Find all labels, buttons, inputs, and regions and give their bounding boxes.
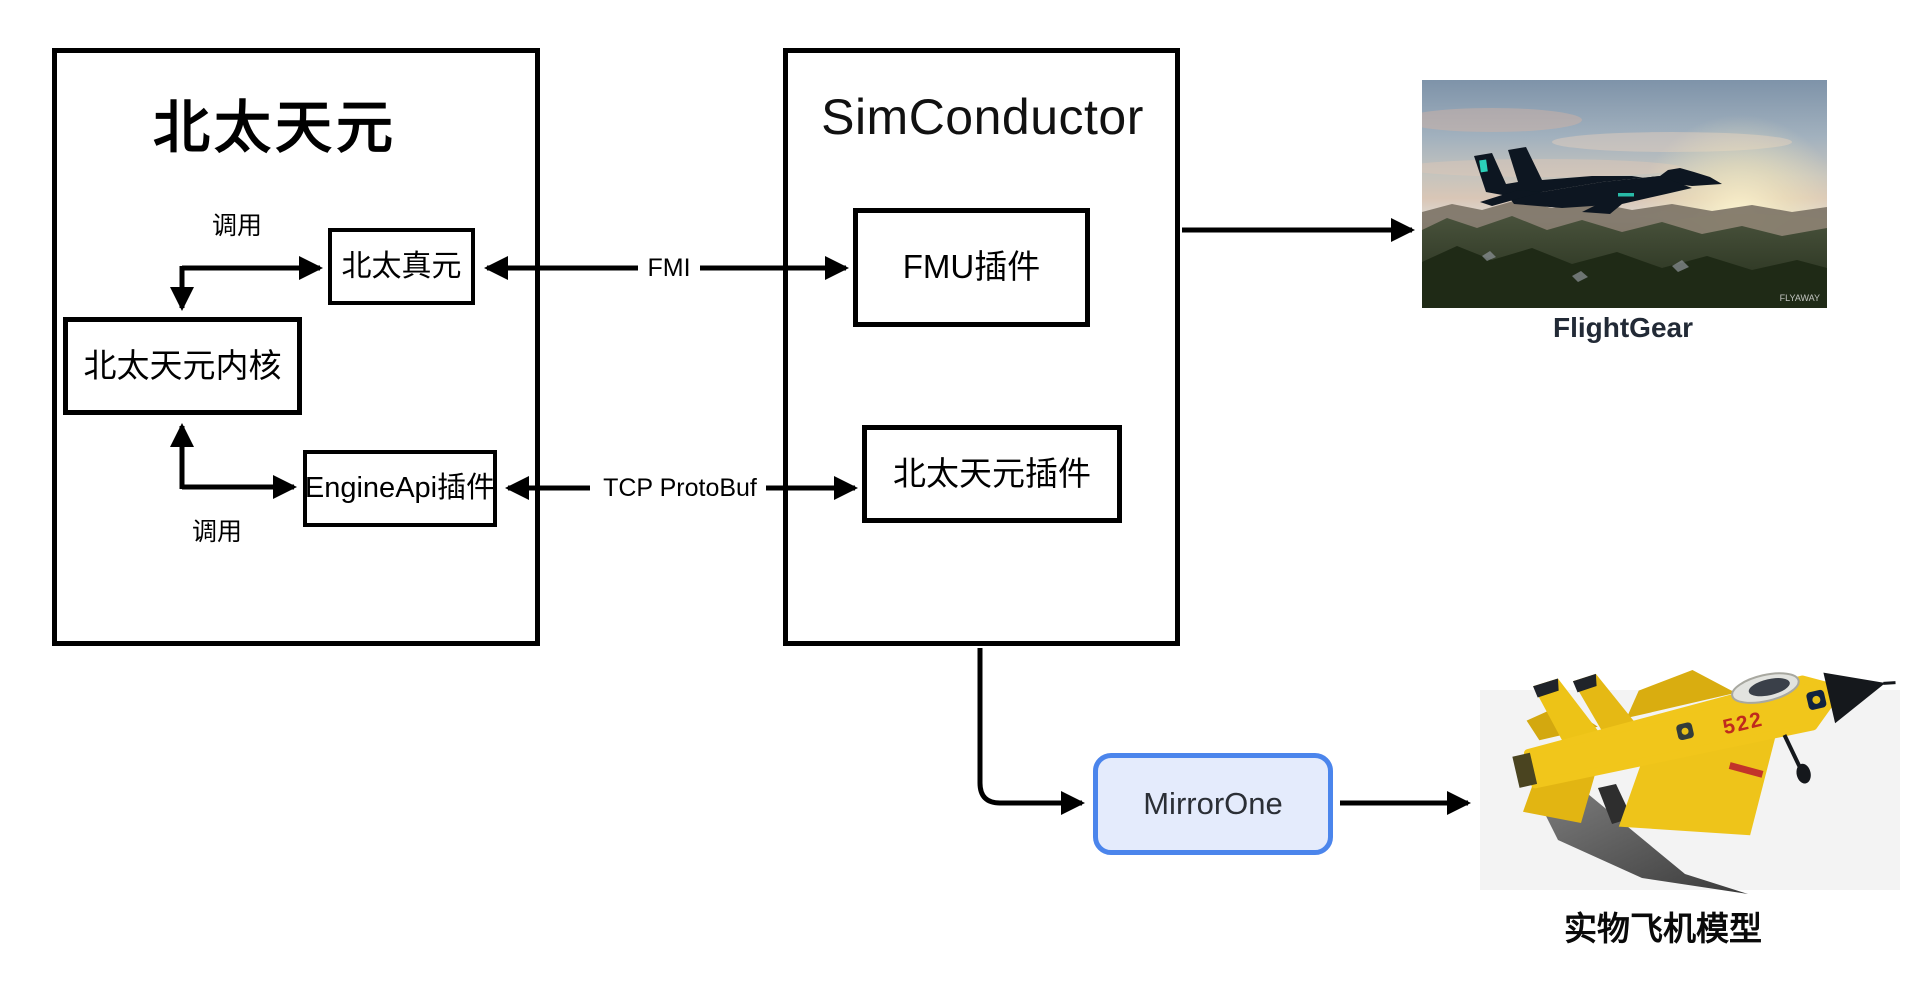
node-mirrorone-label: MirrorOne: [1143, 786, 1283, 821]
call-label-bottom: 调用: [191, 518, 242, 546]
flightgear-scene: FLYAWAY: [1422, 80, 1827, 308]
node-beitai-zhenyuan-label: 北太真元: [341, 250, 462, 283]
model-aircraft-image: 522: [1480, 556, 1900, 906]
node-engineapi-plugin-label: EngineApi插件: [304, 471, 496, 504]
simconductor-container-box: [783, 48, 1180, 646]
node-mirrorone: MirrorOne: [1093, 753, 1333, 855]
beitai-title: 北太天元: [153, 96, 397, 160]
simconductor-title: SimConductor: [821, 89, 1144, 145]
node-beitai-zhenyuan: 北太真元: [328, 228, 475, 305]
model-jet: 522: [1512, 670, 1896, 836]
node-beitai-plugin-label: 北太天元插件: [893, 454, 1091, 492]
display-stand: [1542, 794, 1748, 894]
fmi-link-label: FMI: [647, 254, 691, 282]
tcp-protobuf-link-label: TCP ProtoBuf: [603, 474, 757, 502]
model-aircraft-scene: 522: [1480, 556, 1900, 906]
node-fmu-plugin-label: FMU插件: [902, 248, 1041, 286]
model-caption: 实物飞机模型: [1564, 910, 1762, 947]
jet-silhouette: [1474, 147, 1722, 214]
node-beitai-plugin: 北太天元插件: [862, 425, 1122, 523]
flightgear-screenshot-image: FLYAWAY: [1422, 80, 1827, 308]
node-beitai-kernel: 北太天元内核: [63, 317, 302, 415]
call-label-top: 调用: [211, 212, 262, 240]
node-fmu-plugin: FMU插件: [853, 208, 1090, 327]
arrow-to-mirrorone: [977, 648, 1085, 815]
flightgear-watermark: FLYAWAY: [1780, 293, 1820, 303]
flightgear-caption: FlightGear: [1552, 312, 1693, 343]
node-beitai-kernel-label: 北太天元内核: [83, 346, 282, 384]
node-engineapi-plugin: EngineApi插件: [303, 450, 497, 527]
